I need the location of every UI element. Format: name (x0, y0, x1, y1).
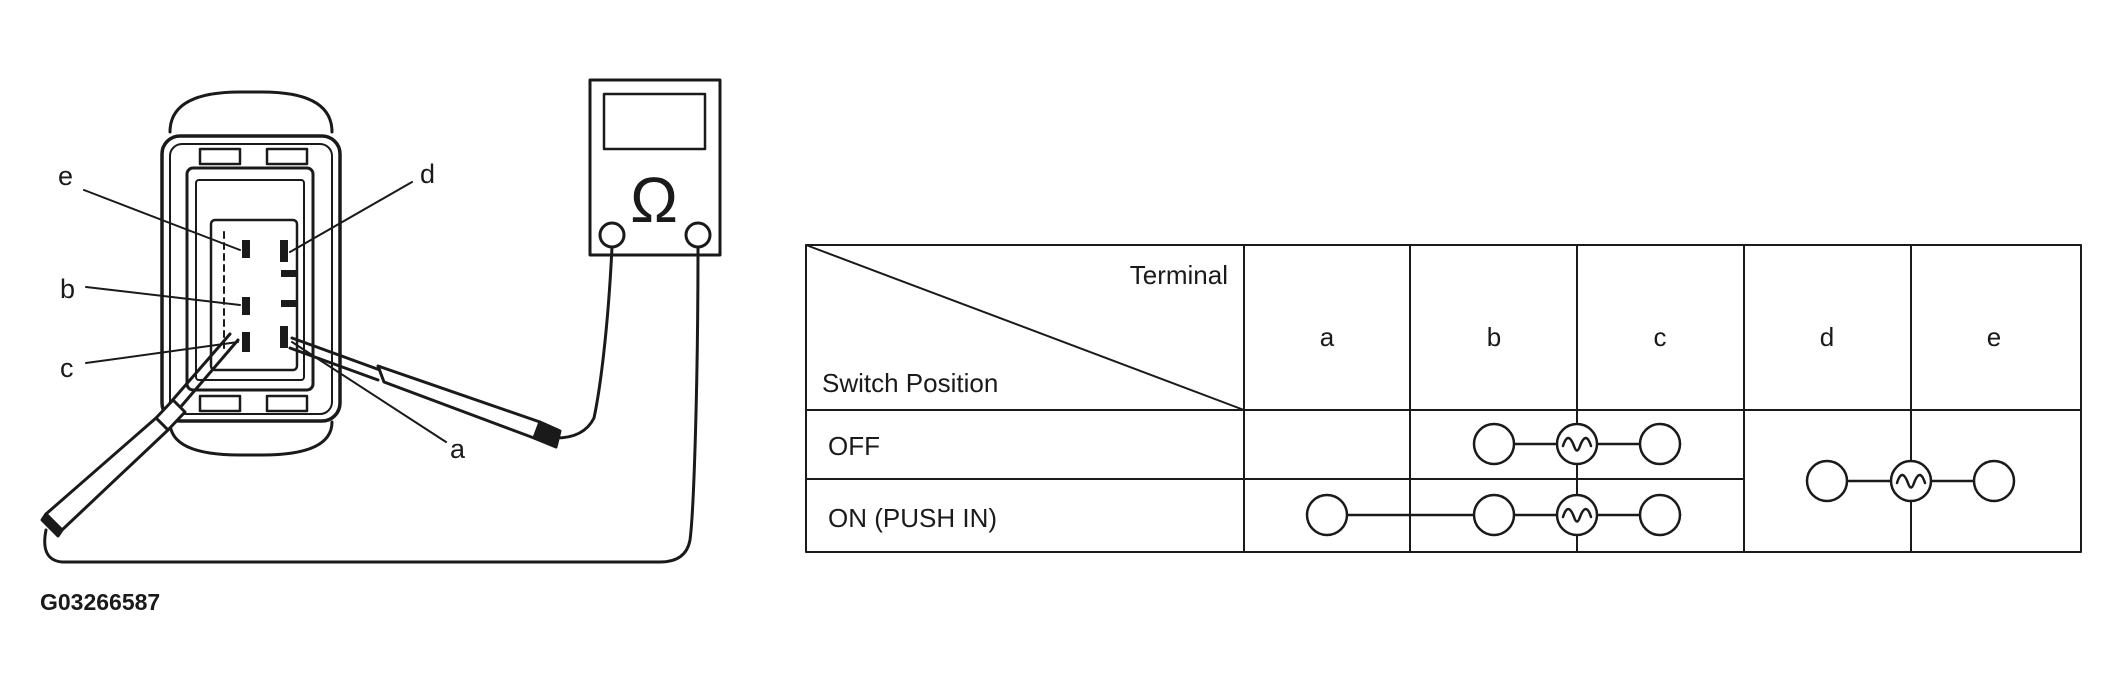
meter-terminal-right (684, 221, 712, 249)
lamp-icon-d-e (1889, 459, 1933, 503)
pin-a (280, 326, 288, 348)
continuity-off-b-c (1472, 422, 1682, 466)
table-header-terminal: Terminal (1130, 260, 1228, 290)
label-terminal-b: b (60, 274, 75, 304)
probe-left (40, 332, 240, 538)
continuity-table: Terminal Switch Position a b c d e OFF O… (805, 244, 2082, 553)
column-header-a: a (1320, 322, 1335, 352)
continuity-on-a-b-c (1305, 493, 1682, 537)
meter-leads (43, 245, 700, 564)
row-label-on-push-in: ON (PUSH IN) (828, 503, 997, 533)
column-header-e: e (1987, 322, 2001, 352)
label-terminal-d: d (420, 159, 435, 189)
table-header-switch-position: Switch Position (822, 368, 998, 398)
switch-body (160, 90, 342, 457)
ohm-icon: Ω (630, 164, 678, 236)
lamp-icon-on-b-c (1555, 493, 1599, 537)
ohmmeter (588, 78, 722, 257)
row-label-off: OFF (828, 431, 880, 461)
column-header-d: d (1820, 322, 1834, 352)
continuity-d-e (1805, 459, 2016, 503)
label-terminal-c: c (60, 353, 74, 383)
column-header-c: c (1654, 322, 1667, 352)
terminal-pins (242, 240, 297, 352)
label-terminal-e: e (58, 161, 73, 191)
pin-e (242, 240, 250, 258)
meter-terminal-left (598, 221, 626, 249)
label-terminal-a: a (450, 434, 466, 464)
pin-b (242, 297, 250, 315)
probe-right (288, 336, 562, 449)
column-header-b: b (1487, 322, 1501, 352)
figure-id: G03266587 (40, 589, 160, 615)
pin-c (242, 332, 250, 352)
pin-d (280, 240, 288, 262)
